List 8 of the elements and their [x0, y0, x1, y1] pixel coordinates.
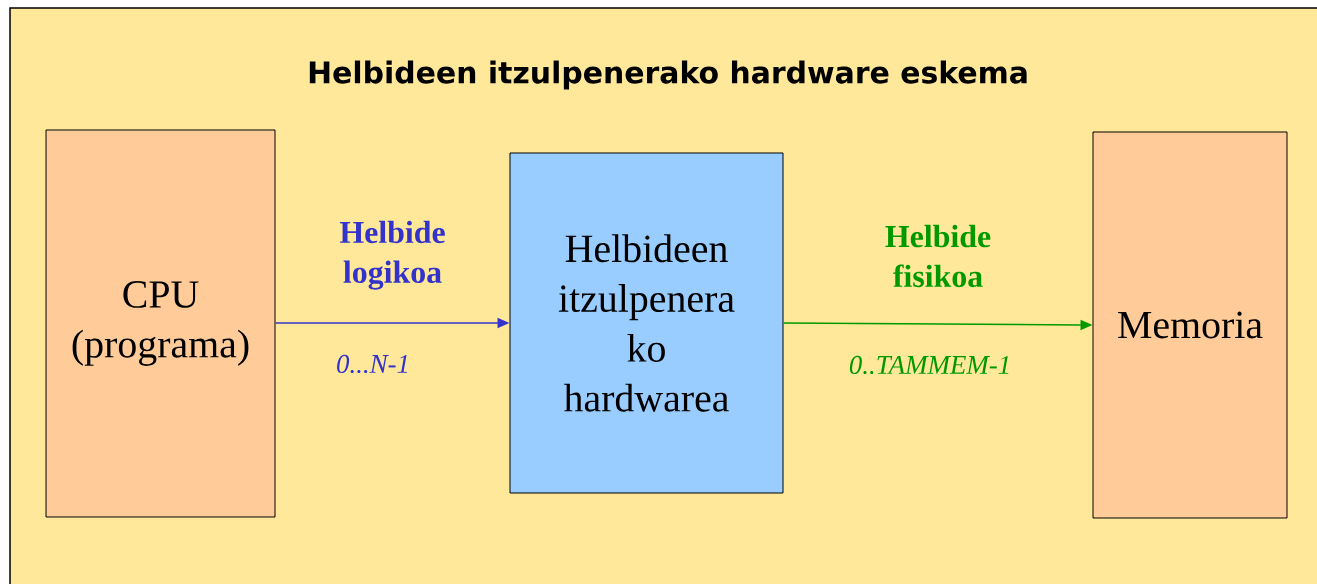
memory-box: Memoria — [1092, 131, 1288, 519]
range-label: 0...N-1 — [337, 354, 408, 374]
cpu-box: CPU (programa) — [45, 129, 276, 518]
edge-label: Helbide logikoa — [339, 220, 445, 290]
edge-label: Helbide fisikoa — [885, 224, 991, 288]
title: Helbideen itzulpenerako hardware eskema — [309, 60, 1027, 90]
translation-box: Helbideen itzulpenera ko hardwarea — [509, 152, 784, 494]
range-label: 0..TAMMEM-1 — [849, 355, 1009, 375]
